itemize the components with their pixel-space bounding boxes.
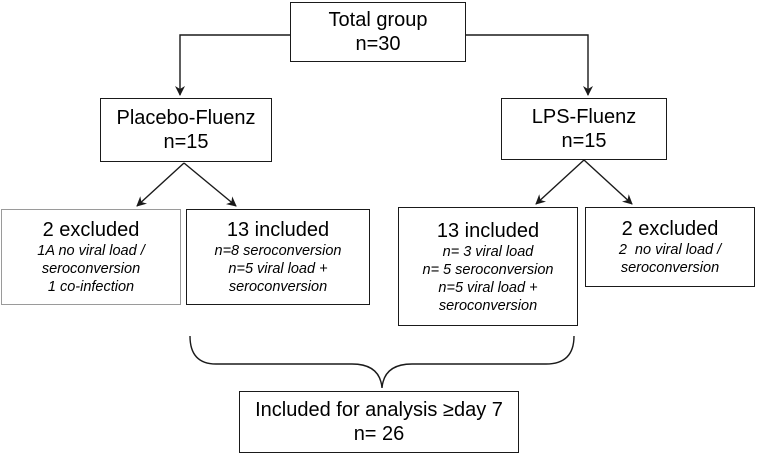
lps-included-line: n= 3 viral load [442,243,534,260]
placebo-included-box: 13 included n=8 seroconversion n=5 viral… [186,209,370,305]
lps-count: n=15 [561,130,607,152]
placebo-count: n=15 [163,131,209,153]
arrow-total-to-lps [466,34,593,96]
lps-excluded-line: seroconversion [620,260,720,276]
lps-box: LPS-Fluenz n=15 [501,98,667,160]
lps-included-title: 13 included [436,219,540,242]
placebo-included-line: n=8 seroconversion [214,243,342,259]
lps-included-details: n= 3 viral load n= 5 seroconversion n=5 … [423,243,554,315]
placebo-included-title: 13 included [226,219,330,241]
analysis-title: Included for analysis ≥day 7 [255,399,503,421]
lps-title: LPS-Fluenz [531,106,637,128]
analysis-box: Included for analysis ≥day 7 n= 26 [239,391,519,453]
arrow-placebo-to-included [183,162,237,207]
placebo-excluded-details: 1A no viral load / seroconversion 1 co-i… [37,242,144,296]
arrow-total-to-placebo [175,34,290,96]
placebo-included-details: n=8 seroconversion n=5 viral load + sero… [215,242,342,296]
arrow-lps-to-excluded [583,159,633,205]
lps-included-box: 13 included n= 3 viral load n= 5 serocon… [398,207,578,326]
analysis-count: n= 26 [353,423,405,445]
arrow-placebo-to-excluded [136,162,185,207]
lps-excluded-details: 2 no viral load / seroconversion [619,241,721,277]
lps-included-line: n= 5 seroconversion [422,261,554,278]
lps-included-line: n=5 viral load + [438,279,538,296]
lps-excluded-title: 2 excluded [621,218,719,240]
placebo-box: Placebo-Fluenz n=15 [100,98,272,162]
grouping-brace [189,335,575,389]
lps-excluded-line: 2 no viral load / [618,242,722,258]
placebo-excluded-line: seroconversion [41,261,141,277]
lps-included-line: seroconversion [438,297,538,314]
arrow-lps-to-included [535,159,585,205]
placebo-title: Placebo-Fluenz [116,107,256,129]
placebo-excluded-title: 2 excluded [42,219,140,241]
lps-excluded-box: 2 excluded 2 no viral load / seroconvers… [585,207,755,287]
placebo-excluded-line: 1 co-infection [47,279,135,295]
placebo-excluded-line: 1A no viral load / [37,243,145,259]
placebo-included-line: seroconversion [228,279,328,295]
total-group-box: Total group n=30 [290,2,466,62]
placebo-excluded-box: 2 excluded 1A no viral load / seroconver… [1,209,181,305]
placebo-included-line: n=5 viral load + [228,261,328,277]
total-group-title: Total group [328,9,428,31]
total-group-count: n=30 [355,33,401,55]
